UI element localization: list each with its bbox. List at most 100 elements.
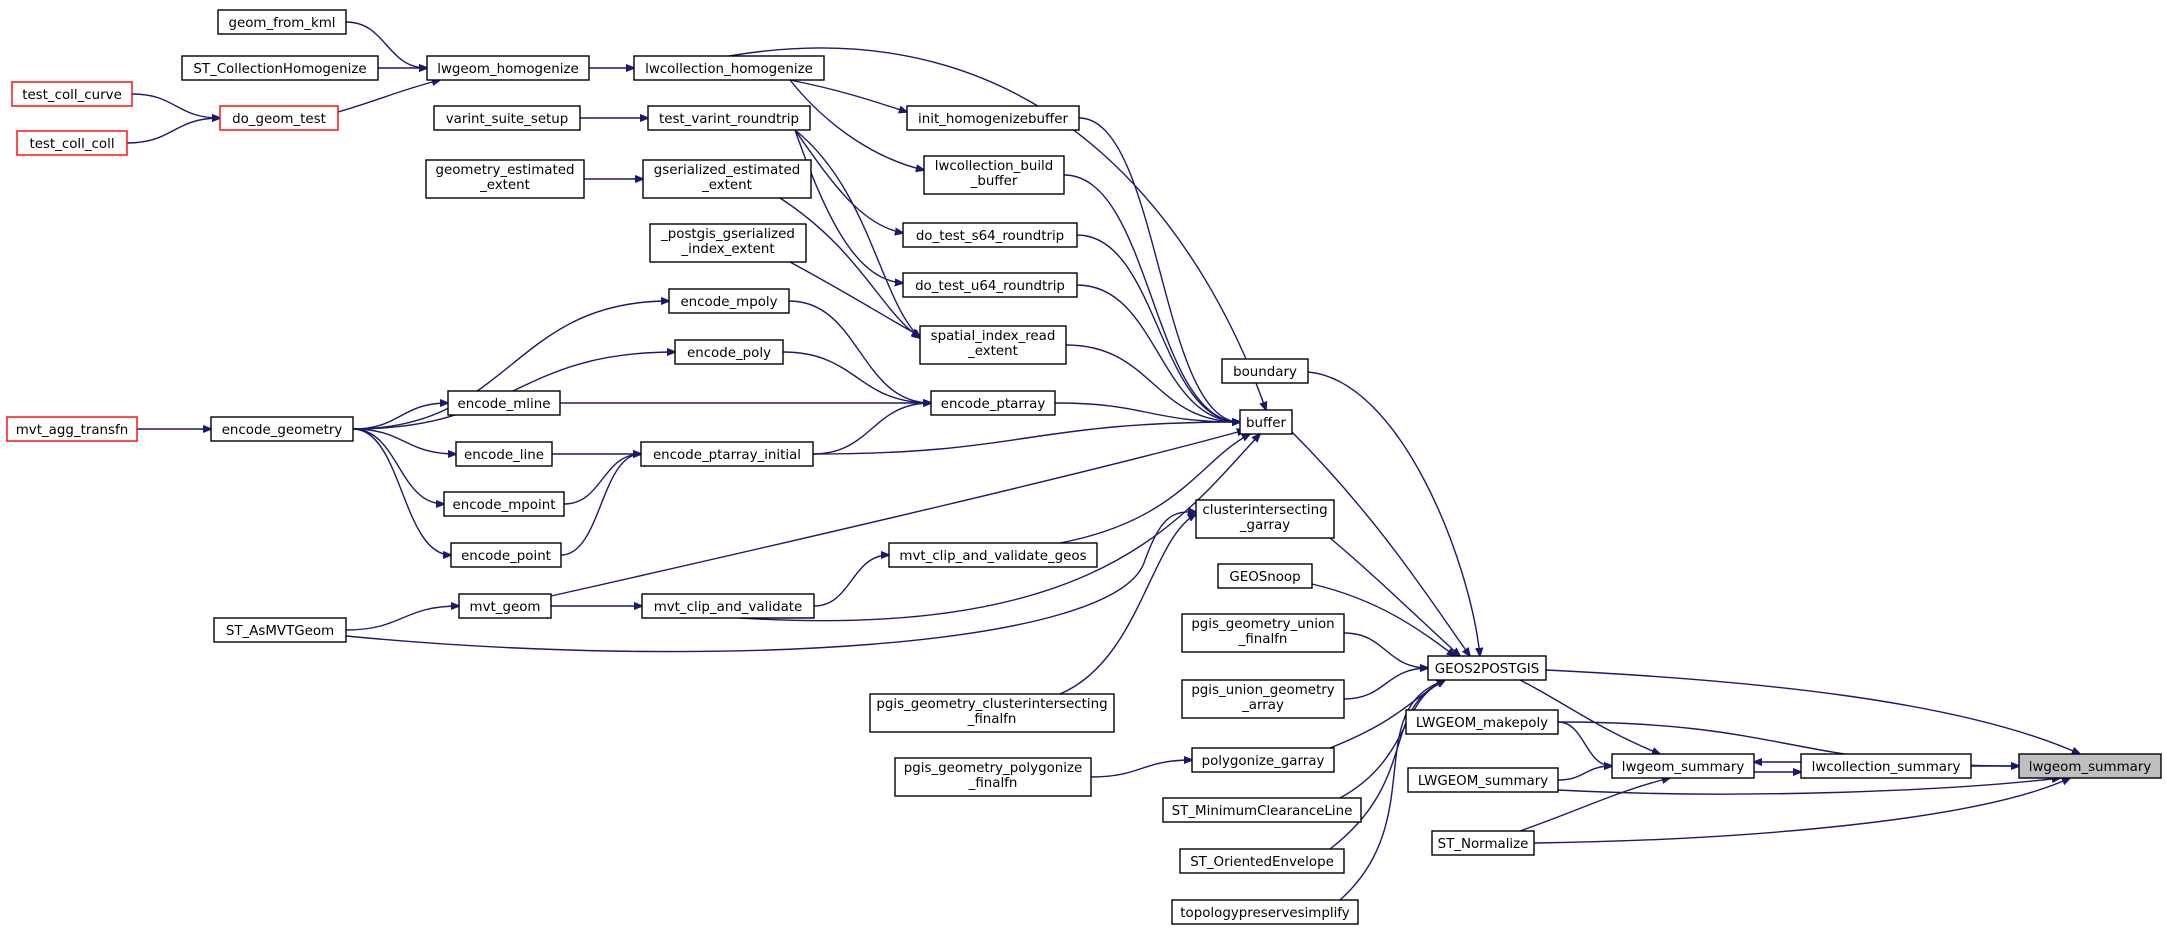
node-mvt-agg-transfn[interactable]: mvt_agg_transfn [6,416,138,442]
node-label: mvt_geom [470,600,541,615]
node-test-coll-curve[interactable]: test_coll_curve [11,81,133,107]
node-box [930,390,1056,416]
edge-geom_from_kml-to-lwgeom_homogenize [345,21,427,68]
edge-encode_geometry-to-encode_mline [352,403,448,430]
node-spatial-index-read-extent[interactable]: spatial_index_read_extent [919,325,1067,365]
edge-path [1557,766,1612,781]
node-encode-ptarray-initial[interactable]: encode_ptarray_initial [640,441,814,467]
edge-path [788,300,931,403]
node-label: LWGEOM_makepoly [1416,716,1548,731]
node-test-varint-roundtrip[interactable]: test_varint_roundtrip [647,105,811,131]
node-box [181,55,379,81]
node--postgis-gserialized-index-extent[interactable]: _postgis_gserialized_index_extent [649,223,807,263]
node-box [1181,679,1345,719]
edge-mvt_clip_and_validate-to-buffer [739,434,1260,622]
node-label: ST_AsMVTGeom [226,624,334,639]
node-test-coll-coll[interactable]: test_coll_coll [16,130,128,156]
node-box [6,416,138,442]
node-encode-mline[interactable]: encode_mline [447,390,561,416]
edge-path [1311,583,1455,656]
node-encode-mpoly[interactable]: encode_mpoly [668,288,790,314]
node-do-test-u64-roundtrip[interactable]: do_test_u64_roundtrip [902,272,1078,298]
node-geometry-estimated-extent[interactable]: geometry_estimated_extent [425,159,585,199]
node-lwgeom-summary[interactable]: LWGEOM_summary [1407,767,1559,793]
node-geos2postgis[interactable]: GEOS2POSTGIS [1427,655,1547,681]
node-label: do_test_u64_roundtrip [915,279,1065,294]
node-do-test-s64-roundtrip[interactable]: do_test_s64_roundtrip [902,222,1078,248]
node-pgis-geometry-clusterintersecting-finalfn[interactable]: pgis_geometry_clusterintersecting_finalf… [869,693,1115,733]
edge-LWGEOM_summary-to-lwgeom_summary_mid [1557,766,1612,781]
node-pgis-union-geometry-array[interactable]: pgis_union_geometry_array [1181,679,1345,719]
edge-path [1343,668,1428,700]
node-st-collectionhomogenize[interactable]: ST_CollectionHomogenize [181,55,379,81]
node-box [443,491,565,517]
edge-path [352,403,448,430]
node-encode-line[interactable]: encode_line [455,441,553,467]
node-topologypreservesimplify[interactable]: topologypreservesimplify [1171,899,1359,925]
node-encode-point[interactable]: encode_point [450,542,562,568]
node-st-orientedenvelope[interactable]: ST_OrientedEnvelope [1179,848,1345,874]
node-encode-ptarray[interactable]: encode_ptarray [930,390,1056,416]
node-box [16,130,128,156]
node-label: _index_extent [680,242,774,257]
node-label: pgis_geometry_clusterintersecting [876,697,1107,712]
node-box [450,542,562,568]
node-encode-poly[interactable]: encode_poly [674,339,784,365]
node-label: geometry_estimated [435,163,574,178]
node-buffer[interactable]: buffer [1239,409,1293,435]
node-mvt-clip-and-validate[interactable]: mvt_clip_and_validate [641,593,815,619]
edge-lwcollection_homogenize-to-buffer [728,47,1266,410]
node-geosnoop[interactable]: GEOSnoop [1217,563,1313,589]
node-mvt-geom[interactable]: mvt_geom [458,593,552,619]
node-mvt-clip-and-validate-geos[interactable]: mvt_clip_and_validate_geos [888,542,1098,568]
node-do-geom-test[interactable]: do_geom_test [219,105,339,131]
node-st-minimumclearanceline[interactable]: ST_MinimumClearanceLine [1162,797,1362,823]
edge-pgis_geometry_union_finalfn-to-GEOS2POSTGIS [1343,632,1428,668]
node-lwgeom-homogenize[interactable]: lwgeom_homogenize [426,55,590,81]
edge-path [728,47,1266,410]
node-encode-mpoint[interactable]: encode_mpoint [443,491,565,517]
node-geom-from-kml[interactable]: geom_from_kml [217,9,347,35]
edge-path [1289,429,1470,656]
edge-path [813,555,889,607]
node-box [1191,747,1335,773]
node-label: GEOSnoop [1229,570,1300,585]
node-st-asmvtgeom[interactable]: ST_AsMVTGeom [213,617,347,643]
node-lwcollection-homogenize[interactable]: lwcollection_homogenize [633,55,825,81]
node-box [894,757,1092,797]
edge-path [794,129,903,233]
node-pgis-geometry-union-finalfn[interactable]: pgis_geometry_union_finalfn [1181,613,1345,653]
node-clusterintersecting-garray[interactable]: clusterintersecting_garray [1195,499,1335,539]
node-label: _extent [701,178,752,193]
node-box [642,159,812,199]
node-gserialized-estimated-extent[interactable]: gserialized_estimated_extent [642,159,812,199]
node-varint-suite-setup[interactable]: varint_suite_setup [433,105,581,131]
node-pgis-geometry-polygonize-finalfn[interactable]: pgis_geometry_polygonize_finalfn [894,757,1092,797]
edge-path [550,430,1245,597]
node-boundary[interactable]: boundary [1221,358,1309,384]
node-label: clusterintersecting [1202,503,1327,518]
node-lwcollection-build-buffer[interactable]: lwcollection_build_buffer [923,155,1065,195]
edge-path [782,351,931,403]
node-lwgeom-makepoly[interactable]: LWGEOM_makepoly [1405,709,1559,735]
edge-path [345,512,1196,653]
node-label: _buffer [970,174,1018,189]
edge-encode_mpoly-to-encode_ptarray [788,300,931,403]
node-label: geom_from_kml [228,16,335,31]
edge-pgis_union_geometry_array-to-GEOS2POSTGIS [1343,668,1428,700]
node-polygonize-garray[interactable]: polygonize_garray [1191,747,1335,773]
edge-ST_AsMVTGeom-to-mvt_geom [345,606,459,631]
node-init-homogenizebuffer[interactable]: init_homogenizebuffer [906,105,1080,131]
edge-path [345,21,427,68]
node-label: gserialized_estimated [654,163,800,178]
node-label: encode_mpoly [680,295,777,310]
node-box [1162,797,1362,823]
edge-topologypreservesimplify-to-GEOS2POSTGIS [1339,680,1445,901]
node-st-normalize[interactable]: ST_Normalize [1431,830,1535,856]
node-lwcollection-summary[interactable]: lwcollection_summary [1800,753,1972,779]
edge-test_varint_roundtrip-to-spatial_index_read_extent [794,129,920,338]
node-encode-geometry[interactable]: encode_geometry [210,416,354,442]
node-lwgeom-summary-mid[interactable]: lwgeom_summary [1611,753,1755,779]
edge-path [1557,721,1612,766]
node-label: mvt_agg_transfn [16,423,128,438]
